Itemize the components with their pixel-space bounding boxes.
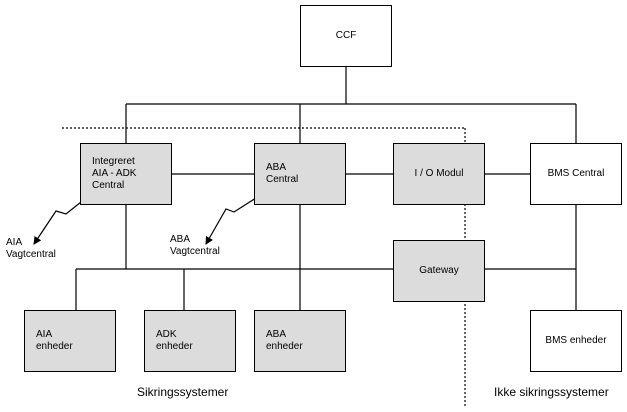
io-modul-label: I / O Modul [414, 168, 464, 179]
bms-enheder-box: BMS enheder [530, 310, 622, 372]
aba-enheder-label: ABA enheder [266, 329, 303, 352]
aba-signal-arrow [205, 197, 257, 245]
aia-signal-arrow [33, 197, 87, 245]
ccf-box: CCF [300, 5, 392, 67]
aba-enheder-box: ABA enheder [254, 310, 346, 372]
gateway-label: Gateway [419, 265, 459, 276]
aia-enheder-label: AIA enheder [36, 329, 73, 352]
ccf-label: CCF [335, 30, 357, 41]
io-modul-box: I / O Modul [393, 143, 485, 205]
aba-vagtcentral-label: ABA Vagtcentral [170, 234, 220, 257]
adk-enheder-label: ADK enheder [156, 329, 193, 352]
aba-central-box: ABA Central [254, 143, 346, 205]
ikke-sikringssystemer-label: Ikke sikringssystemer [494, 385, 609, 399]
adk-enheder-box: ADK enheder [144, 310, 236, 372]
aba-central-label: ABA Central [266, 162, 299, 185]
bms-enheder-label: BMS enheder [545, 335, 607, 346]
aia-vagtcentral-label: AIA Vagtcentral [6, 237, 56, 260]
sikringssystemer-label: Sikringssystemer [137, 385, 229, 399]
bms-central-label: BMS Central [547, 168, 605, 179]
gateway-box: Gateway [393, 240, 485, 302]
integreret-aia-adk-central-box: Integreret AIA - ADK Central [80, 143, 172, 205]
integreret-label: Integreret AIA - ADK Central [92, 156, 137, 191]
aia-enheder-box: AIA enheder [24, 310, 116, 372]
bms-central-box: BMS Central [530, 143, 622, 205]
